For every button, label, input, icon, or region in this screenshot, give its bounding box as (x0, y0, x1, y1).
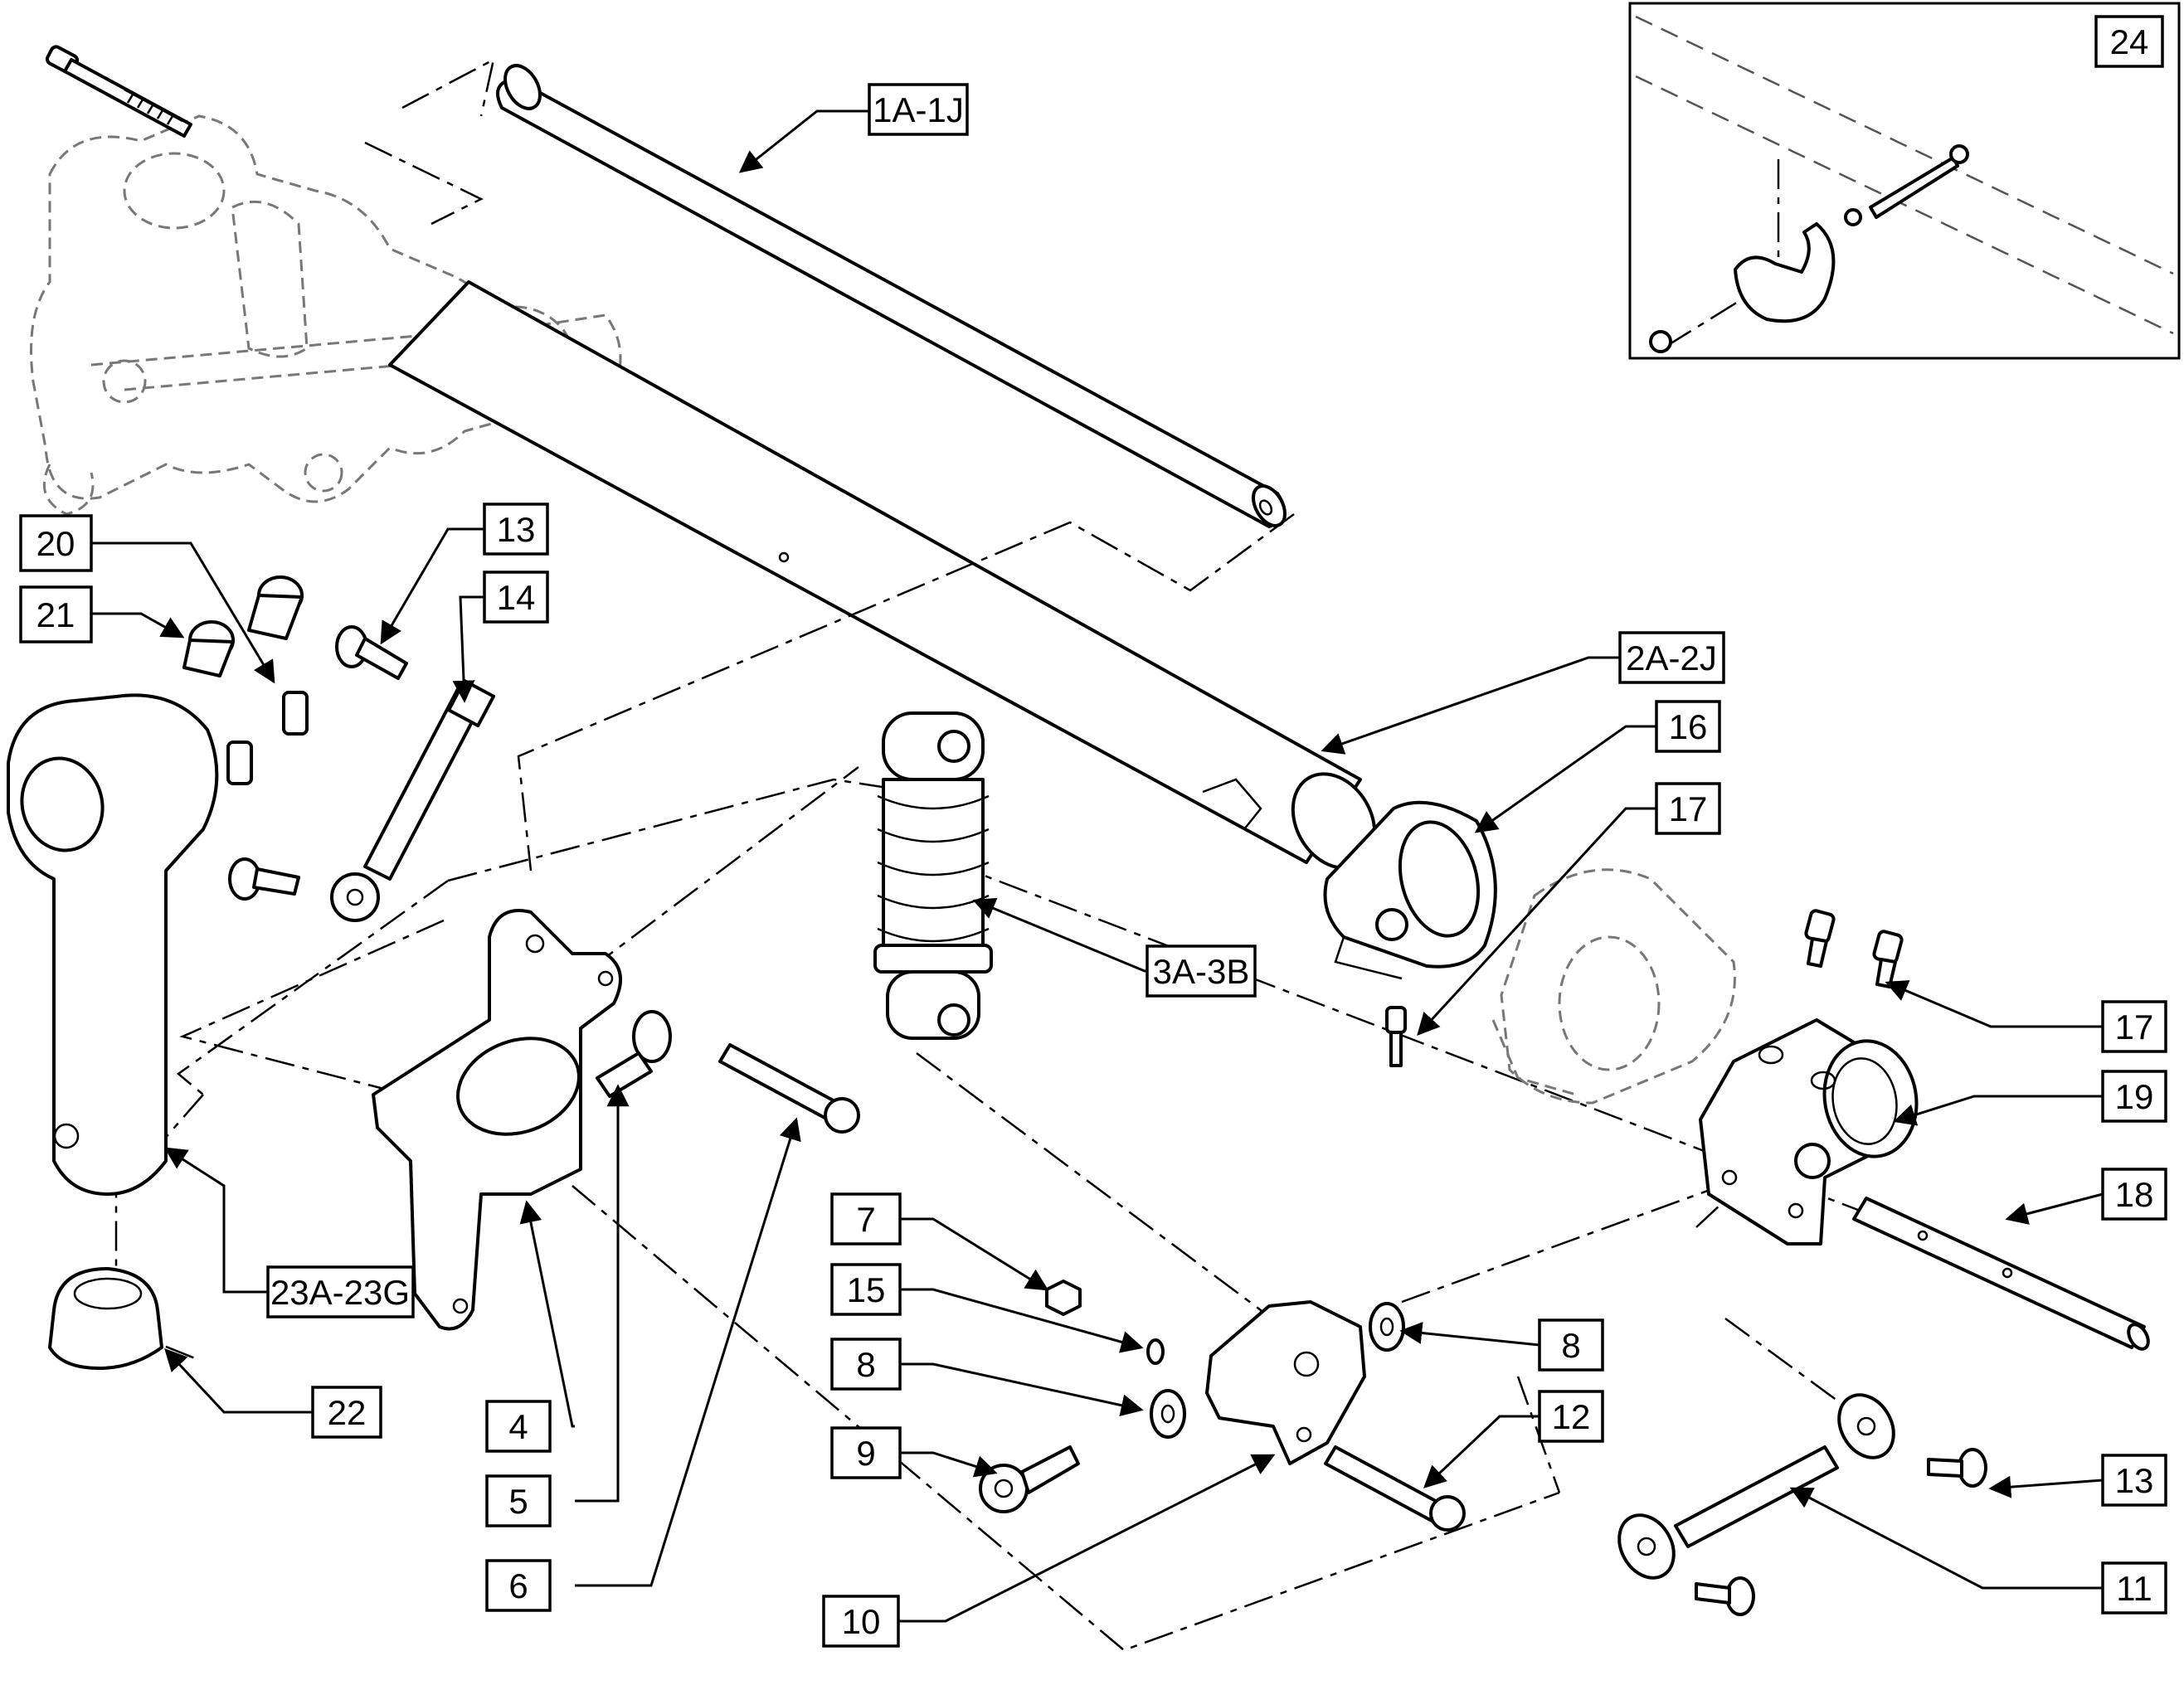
detail-inset (1628, 2, 2181, 360)
callout-label-23a-23g: 23A-23G (270, 1273, 410, 1312)
callout-22: 22 (311, 1386, 382, 1439)
long-bolt-top-left (45, 45, 192, 138)
callout-label-24: 24 (2110, 22, 2149, 61)
arm-4 (372, 909, 622, 1331)
callout-5: 5 (485, 1474, 552, 1527)
callout-2a-2j: 2A-2J (1618, 631, 1725, 684)
callout-label-14: 14 (497, 578, 536, 617)
callout-label-22: 22 (328, 1393, 367, 1432)
callout-label-1a-1j: 1A-1J (873, 90, 964, 129)
callout-label-19: 19 (2115, 1077, 2154, 1116)
callout-15: 15 (830, 1263, 902, 1316)
callout-8-right: 8 (1538, 1318, 1604, 1372)
callout-label-18: 18 (2115, 1175, 2154, 1214)
callout-1a-1j: 1A-1J (868, 83, 969, 136)
screws-17-right (1804, 909, 1904, 988)
pin-18 (1852, 1197, 2150, 1351)
washer-8-right (1369, 1302, 1405, 1352)
callout-label-13-right: 13 (2115, 1461, 2154, 1500)
post-23a-23g (7, 693, 219, 1196)
callout-label-8-left: 8 (856, 1345, 875, 1384)
bracket-10 (1205, 1300, 1366, 1465)
bushing-22 (48, 1267, 163, 1370)
washer-8-left (1150, 1389, 1186, 1439)
shock-absorber-3a-3b (873, 711, 993, 1040)
ghost-frame-assembly (30, 114, 622, 516)
bolt-14-lower (228, 857, 300, 901)
callout-label-5: 5 (508, 1482, 528, 1521)
callout-label-15: 15 (847, 1270, 886, 1309)
callout-label-20: 20 (36, 524, 75, 563)
bolt-12 (1324, 1445, 1466, 1532)
callout-24: 24 (2094, 15, 2164, 68)
callout-label-13-top: 13 (497, 510, 536, 549)
callout-16: 16 (1655, 700, 1721, 753)
callout-20: 20 (19, 514, 93, 572)
callout-label-10: 10 (842, 1602, 881, 1641)
bolt-13-right (1927, 1448, 1987, 1488)
clamp-16 (1323, 800, 1497, 980)
callout-label-6: 6 (508, 1566, 528, 1605)
callout-label-12: 12 (1552, 1397, 1591, 1436)
screw-17-left (1385, 1006, 1407, 1067)
callout-13-top: 13 (483, 503, 549, 556)
callout-label-11: 11 (2116, 1569, 2152, 1608)
rod-14 (330, 678, 496, 922)
callout-21: 21 (19, 585, 93, 643)
link-11 (1617, 1393, 1895, 1580)
callout-label-21: 21 (36, 595, 75, 634)
nut-7 (1045, 1280, 1082, 1316)
callout-17-top: 17 (1655, 782, 1721, 835)
callout-12: 12 (1538, 1390, 1604, 1443)
callout-13-right: 13 (2101, 1454, 2167, 1507)
callout-11: 11 (2101, 1561, 2167, 1615)
cap-20-21 (182, 575, 304, 677)
callout-label-2a-2j: 2A-2J (1626, 639, 1717, 677)
bolt-13-left (335, 625, 408, 680)
block-19 (1699, 1018, 1919, 1246)
callout-label-9: 9 (856, 1434, 875, 1473)
callout-label-4: 4 (508, 1407, 528, 1446)
callout-label-3a-3b: 3A-3B (1153, 952, 1250, 991)
washer-15 (1146, 1338, 1165, 1365)
leader-lines (91, 109, 2104, 1623)
callout-7: 7 (830, 1192, 902, 1246)
callout-14: 14 (483, 571, 549, 624)
callout-17-right: 17 (2101, 1000, 2167, 1053)
callout-6: 6 (485, 1559, 552, 1612)
bracket-clip (1734, 222, 1836, 323)
callout-10: 10 (822, 1595, 900, 1648)
shoulder-bolt-9 (979, 1445, 1080, 1513)
callout-3a-3b: 3A-3B (1146, 944, 1257, 998)
assembly-centerlines (114, 57, 1958, 1652)
callout-4: 4 (485, 1400, 552, 1453)
bolt-5 (596, 1010, 672, 1098)
callout-9: 9 (830, 1426, 902, 1479)
callout-23a-23g: 23A-23G (266, 1265, 415, 1318)
callouts: 24 1A-1J 13 20 14 21 2A-2J 16 (19, 15, 2167, 1648)
callout-18: 18 (2101, 1168, 2167, 1221)
bolt-11-lower (1695, 1576, 1755, 1616)
screws-20-21 (226, 691, 309, 785)
outer-tube-2a-2j (388, 280, 1377, 870)
callout-label-7: 7 (856, 1200, 875, 1239)
callout-19: 19 (2101, 1070, 2167, 1123)
bolt-6 (718, 1043, 860, 1134)
ghost-clamp (1491, 868, 1736, 1105)
callout-label-16: 16 (1669, 707, 1708, 746)
callout-label-17-right: 17 (2115, 1008, 2154, 1046)
callout-label-8-right: 8 (1561, 1326, 1580, 1365)
callout-label-17-top: 17 (1669, 789, 1708, 828)
callout-8-left: 8 (830, 1338, 902, 1391)
